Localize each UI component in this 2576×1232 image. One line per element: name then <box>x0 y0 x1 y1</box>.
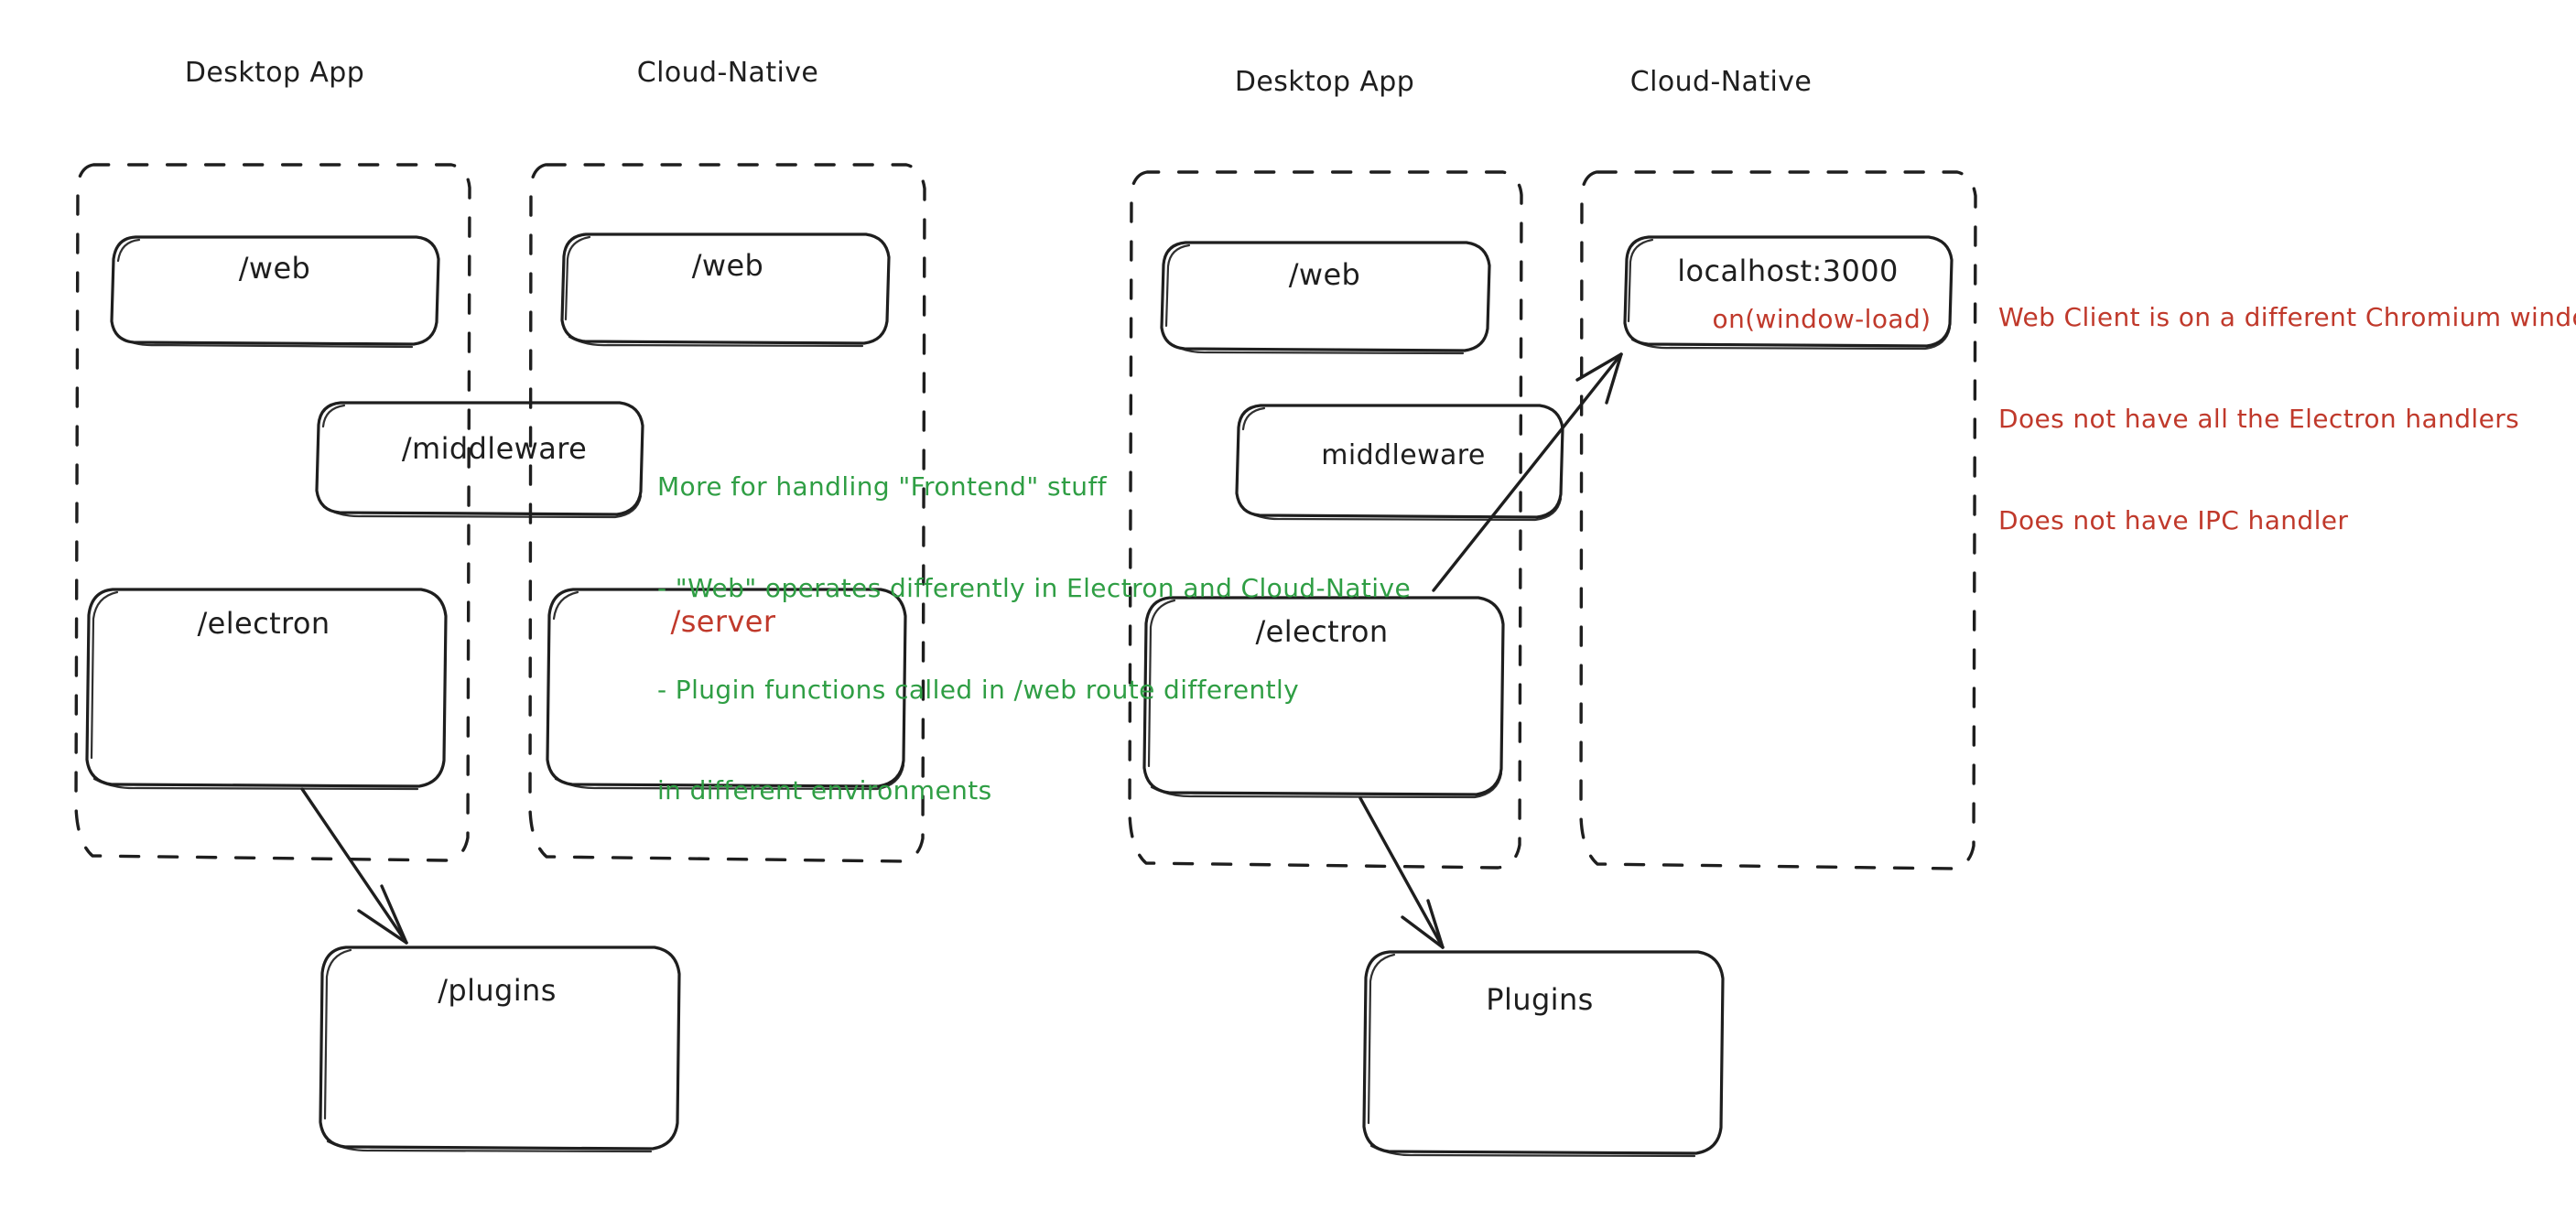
group-right-desktop-app <box>1128 170 1523 870</box>
box-right-plugins <box>1362 950 1725 1158</box>
box-right-middleware <box>1235 404 1564 522</box>
box-right-localhost <box>1623 235 1954 351</box>
box-left-server <box>546 588 907 791</box>
arrow-right-electron-to-plugins <box>1358 796 1445 949</box>
arrow-left-electron-to-plugins <box>300 787 408 945</box>
box-right-desktop-web <box>1160 241 1491 355</box>
box-left-cloud-web <box>560 232 891 348</box>
arrow-right-electron-to-localhost <box>1432 352 1623 592</box>
box-left-desktop-web <box>110 235 440 349</box>
group-left-cloud-native <box>528 163 926 863</box>
box-left-plugins <box>319 946 681 1153</box>
box-left-middleware <box>315 401 644 519</box>
group-left-desktop-app <box>74 163 471 862</box>
box-left-electron <box>85 588 448 791</box>
group-right-cloud-native <box>1579 170 1977 870</box>
box-right-electron <box>1142 596 1505 799</box>
